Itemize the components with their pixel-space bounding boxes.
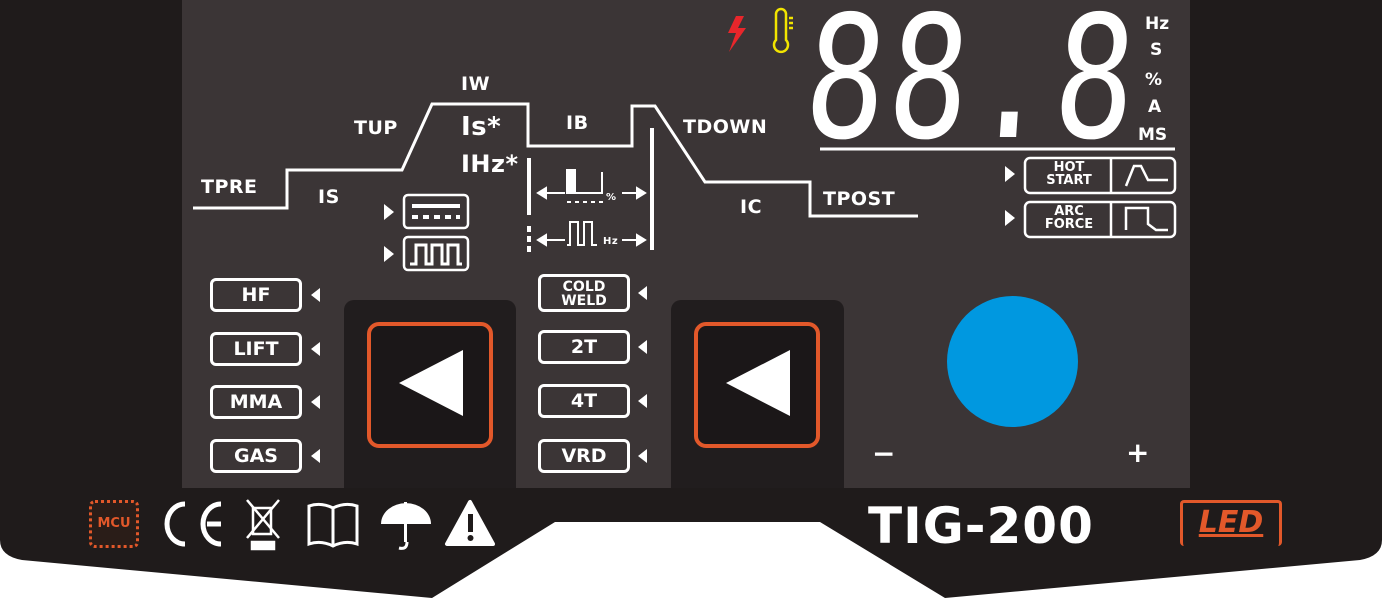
unit-ms: MS — [1138, 125, 1168, 145]
mode-2t: 2T — [538, 330, 630, 364]
mode-gas: GAS — [210, 439, 302, 473]
lightning-icon — [728, 16, 746, 52]
mode-4t: 4T — [538, 384, 630, 418]
unit-hz: Hz — [1145, 14, 1170, 34]
manual-icon — [307, 502, 359, 548]
knob-plus-label: + — [1126, 436, 1150, 469]
display-value: 88.8 — [799, 0, 1145, 178]
ic-label: IC — [740, 196, 763, 218]
right-mode-select-button[interactable] — [694, 322, 820, 448]
hot-start-curve-icon — [1124, 164, 1168, 187]
unit-a: A — [1148, 97, 1162, 117]
duty-pct-label: % — [606, 192, 617, 203]
led-badge: LED — [1180, 500, 1282, 546]
knob-minus-label: − — [872, 437, 896, 470]
tpost-label: TPOST — [823, 188, 896, 210]
thermometer-icon — [772, 7, 793, 54]
ce-mark-icon — [164, 501, 222, 547]
left-arrow-icon — [399, 350, 463, 416]
unit-percent: % — [1145, 70, 1163, 90]
left-mode-select-button[interactable] — [367, 322, 493, 448]
freq-hz-label: Hz — [603, 236, 619, 247]
ihz-star-label: IHz* — [461, 150, 519, 178]
tpre-label: TPRE — [201, 176, 258, 198]
is-label: IS — [318, 186, 340, 208]
ib-label: IB — [566, 112, 589, 134]
tup-label: TUP — [354, 117, 398, 139]
is-star-label: Is* — [461, 112, 502, 142]
unit-s: S — [1150, 40, 1163, 60]
umbrella-icon — [381, 502, 431, 550]
adjust-knob[interactable] — [947, 296, 1078, 427]
mcu-chip-icon: MCU — [89, 500, 139, 548]
model-name: TIG-200 — [868, 497, 1094, 555]
iw-label: IW — [461, 73, 491, 95]
mode-lift: LIFT — [210, 332, 302, 366]
arc-force-curve-icon — [1124, 206, 1168, 232]
left-arrow-icon — [726, 350, 790, 416]
dc-mode-icon — [402, 193, 470, 230]
mode-mma: MMA — [210, 385, 302, 419]
pulse-duty-icon — [536, 169, 647, 247]
mode-hf: HF — [210, 278, 302, 312]
mode-vrd: VRD — [538, 439, 630, 473]
tdown-label: TDOWN — [683, 116, 768, 138]
weee-bin-icon — [246, 499, 280, 551]
pulse-mode-icon — [402, 235, 470, 272]
cert-icons — [164, 499, 495, 551]
warning-icon — [445, 500, 495, 546]
